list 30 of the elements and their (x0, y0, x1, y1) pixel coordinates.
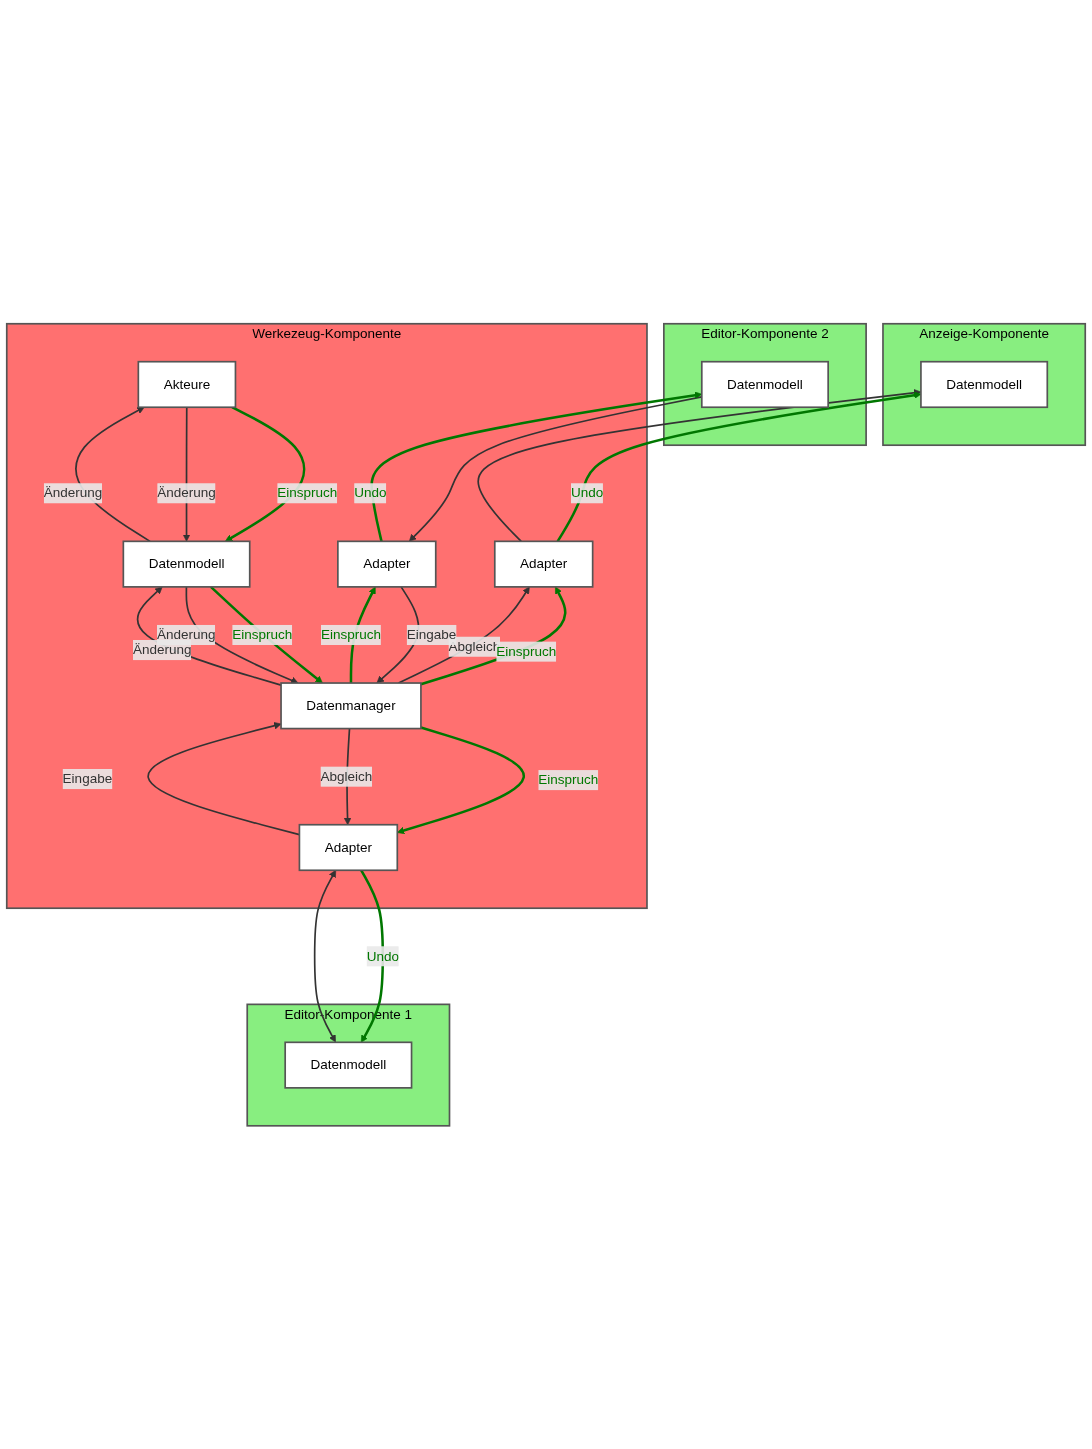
arrow (360, 869, 385, 1043)
arrow (210, 585, 323, 684)
node-box: Adapter (337, 540, 437, 588)
edge-label: Einspruch (232, 627, 293, 642)
node-box: Adapter (298, 823, 399, 871)
edge-label: Änderung (132, 642, 192, 657)
edge-label: Einspruch (277, 485, 338, 500)
edge-label: Undo (570, 485, 604, 500)
edge-label: Eingabe (406, 627, 457, 642)
node-box: Datenmodell (122, 540, 251, 588)
edge-label: Abgleich (320, 768, 373, 784)
arrow (136, 586, 282, 686)
edge-label: Einspruch (320, 627, 381, 642)
arrow (420, 586, 567, 686)
node-box: Datenmanager (280, 681, 422, 730)
node-box: Adapter (493, 540, 594, 588)
arrow (313, 869, 337, 1043)
arrow (185, 585, 299, 684)
edge-label: Änderung (157, 485, 216, 500)
node-box: Datenmodell (920, 360, 1049, 408)
node-box: Datenmodell (700, 360, 829, 408)
edge-label: Änderung (156, 627, 216, 642)
edge-label: Undo (354, 485, 387, 500)
node-box: Akteure (137, 360, 237, 408)
edge-label: Eingabe (62, 771, 113, 786)
arrow (225, 405, 306, 542)
node-box: Datenmodell (284, 1041, 413, 1089)
edge-label: Undo (366, 948, 399, 963)
edge-label: Änderung (43, 485, 103, 500)
edge-label: Einspruch (538, 772, 599, 787)
